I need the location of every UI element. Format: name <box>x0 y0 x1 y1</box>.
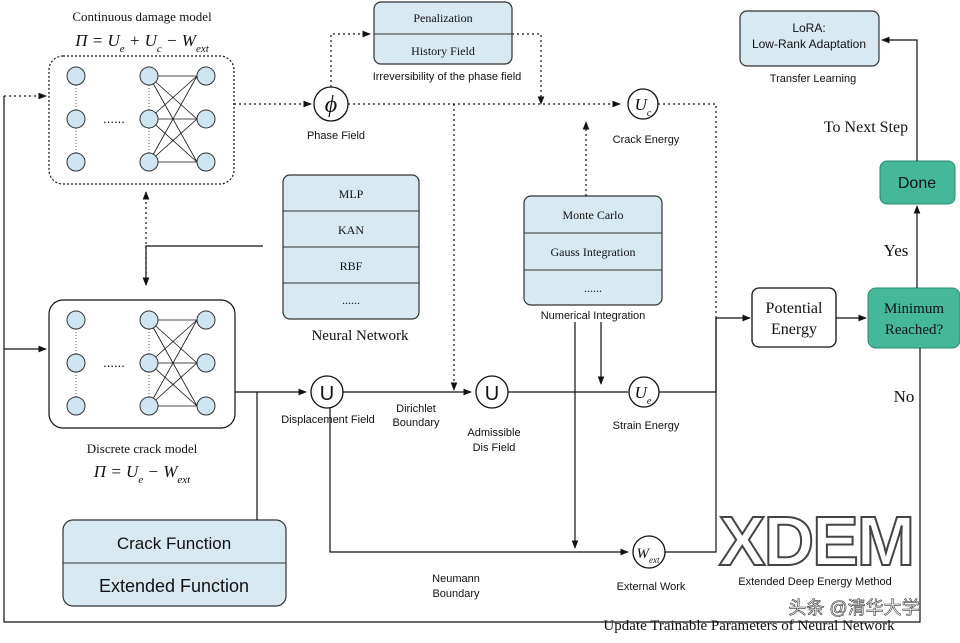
phase-field-label: Phase Field <box>307 130 365 142</box>
displacement-symbol: U <box>320 383 334 405</box>
discrete-network-graph: ...... <box>66 310 216 416</box>
network-connection <box>148 118 198 163</box>
network-node <box>139 310 159 330</box>
discrete-model-formula: Π = Ue − Wext <box>93 462 191 486</box>
continuous-network-graph: ...... <box>66 66 216 172</box>
discrete-model-network-box <box>48 299 236 429</box>
nn-item-kan: KAN <box>338 223 364 237</box>
neumann-line1: Neumann <box>432 573 480 585</box>
network-node <box>139 66 159 86</box>
network-connection <box>148 319 198 407</box>
done-to-lora-arrow <box>881 36 918 161</box>
nn-to-discrete-arrow <box>142 245 263 286</box>
dirichlet-line1: Dirichlet <box>396 403 436 415</box>
xdem-logo: XDEM <box>719 502 913 580</box>
network-node <box>196 310 216 330</box>
minimum-line1: Minimum <box>884 301 944 317</box>
ni-item-gauss: Gauss Integration <box>551 245 636 259</box>
network-node <box>196 66 216 86</box>
potential-energy-box <box>751 287 837 348</box>
network-node <box>66 310 86 330</box>
transfer-learning-caption: Transfer Learning <box>770 73 856 85</box>
numerical-integration-caption: Numerical Integration <box>541 310 646 322</box>
admissible-symbol: U <box>485 383 499 405</box>
lora-line1: LoRA: <box>792 21 825 35</box>
strain-to-potential-line <box>659 318 717 393</box>
crack-energy-to-potential-line <box>658 103 717 318</box>
network-node <box>196 353 216 373</box>
potential-line1: Potential <box>766 300 823 317</box>
external-to-potential-line <box>665 318 717 553</box>
penalization-label: Penalization <box>413 11 472 25</box>
irreversibility-caption: Irreversibility of the phase field <box>373 71 522 83</box>
update-parameters-label: Update Trainable Parameters of Neural Ne… <box>603 618 895 634</box>
no-loop-line <box>3 96 921 623</box>
extended-function-label: Extended Function <box>99 576 249 596</box>
continuous-model-formula: Π = Ue + Uc − Wext <box>74 31 209 55</box>
displacement-to-external-arrow <box>329 408 629 556</box>
admissible-line1: Admissible <box>467 427 520 439</box>
network-ellipsis: ...... <box>103 355 125 370</box>
dirichlet-line2: Boundary <box>392 417 440 429</box>
no-label: No <box>894 387 915 406</box>
watermark: 头条 @清华大学 <box>788 598 919 618</box>
continuous-model-title: Continuous damage model <box>72 9 212 24</box>
continuous-model-network-box <box>48 55 235 185</box>
network-node <box>66 109 86 129</box>
nn-item-rbf: RBF <box>340 259 363 273</box>
crack-energy-label: Crack Energy <box>613 134 680 146</box>
phase-field-symbol: ϕ <box>325 92 337 118</box>
nn-item-mlp: MLP <box>339 187 364 201</box>
network-node <box>66 353 86 373</box>
potential-line2: Energy <box>771 321 817 338</box>
to-next-step-label: To Next Step <box>824 119 908 136</box>
numerical-integration-box <box>523 195 663 306</box>
lora-line2: Low-Rank Adaptation <box>752 37 866 51</box>
xdem-caption: Extended Deep Energy Method <box>738 576 892 588</box>
phase-to-penalty-arrow <box>330 30 371 87</box>
network-node <box>66 66 86 86</box>
done-label: Done <box>898 175 936 192</box>
lora-box <box>739 10 880 67</box>
external-work-label: External Work <box>617 581 686 593</box>
network-node <box>139 396 159 416</box>
network-connection <box>148 75 198 120</box>
neural-network-caption: Neural Network <box>311 328 409 344</box>
ni-item-monte-carlo: Monte Carlo <box>563 208 624 222</box>
nn-item-more: ...... <box>342 293 360 307</box>
admissible-line2: Dis Field <box>473 442 516 454</box>
network-node <box>196 109 216 129</box>
network-node <box>66 152 86 172</box>
discrete-model-title: Discrete crack model <box>87 441 198 456</box>
strain-energy-label: Strain Energy <box>613 420 680 432</box>
neumann-line2: Boundary <box>432 588 480 600</box>
irreversibility-to-crack-arrow <box>512 33 545 105</box>
minimum-reached-box <box>867 287 960 349</box>
network-ellipsis: ...... <box>103 111 125 126</box>
ni-item-more: ...... <box>584 281 602 295</box>
network-node <box>139 152 159 172</box>
network-node <box>196 152 216 172</box>
network-node <box>139 109 159 129</box>
minimum-line2: Reached? <box>885 322 944 338</box>
network-connection <box>148 319 198 364</box>
history-field-label: History Field <box>411 44 475 58</box>
network-node <box>66 396 86 416</box>
network-connection <box>148 75 198 163</box>
crack-function-label: Crack Function <box>117 534 231 553</box>
network-node <box>196 396 216 416</box>
network-node <box>139 353 159 373</box>
irreversibility-box <box>373 1 513 65</box>
displacement-label: Displacement Field <box>281 414 375 426</box>
yes-label: Yes <box>884 241 909 260</box>
network-connection <box>148 362 198 407</box>
